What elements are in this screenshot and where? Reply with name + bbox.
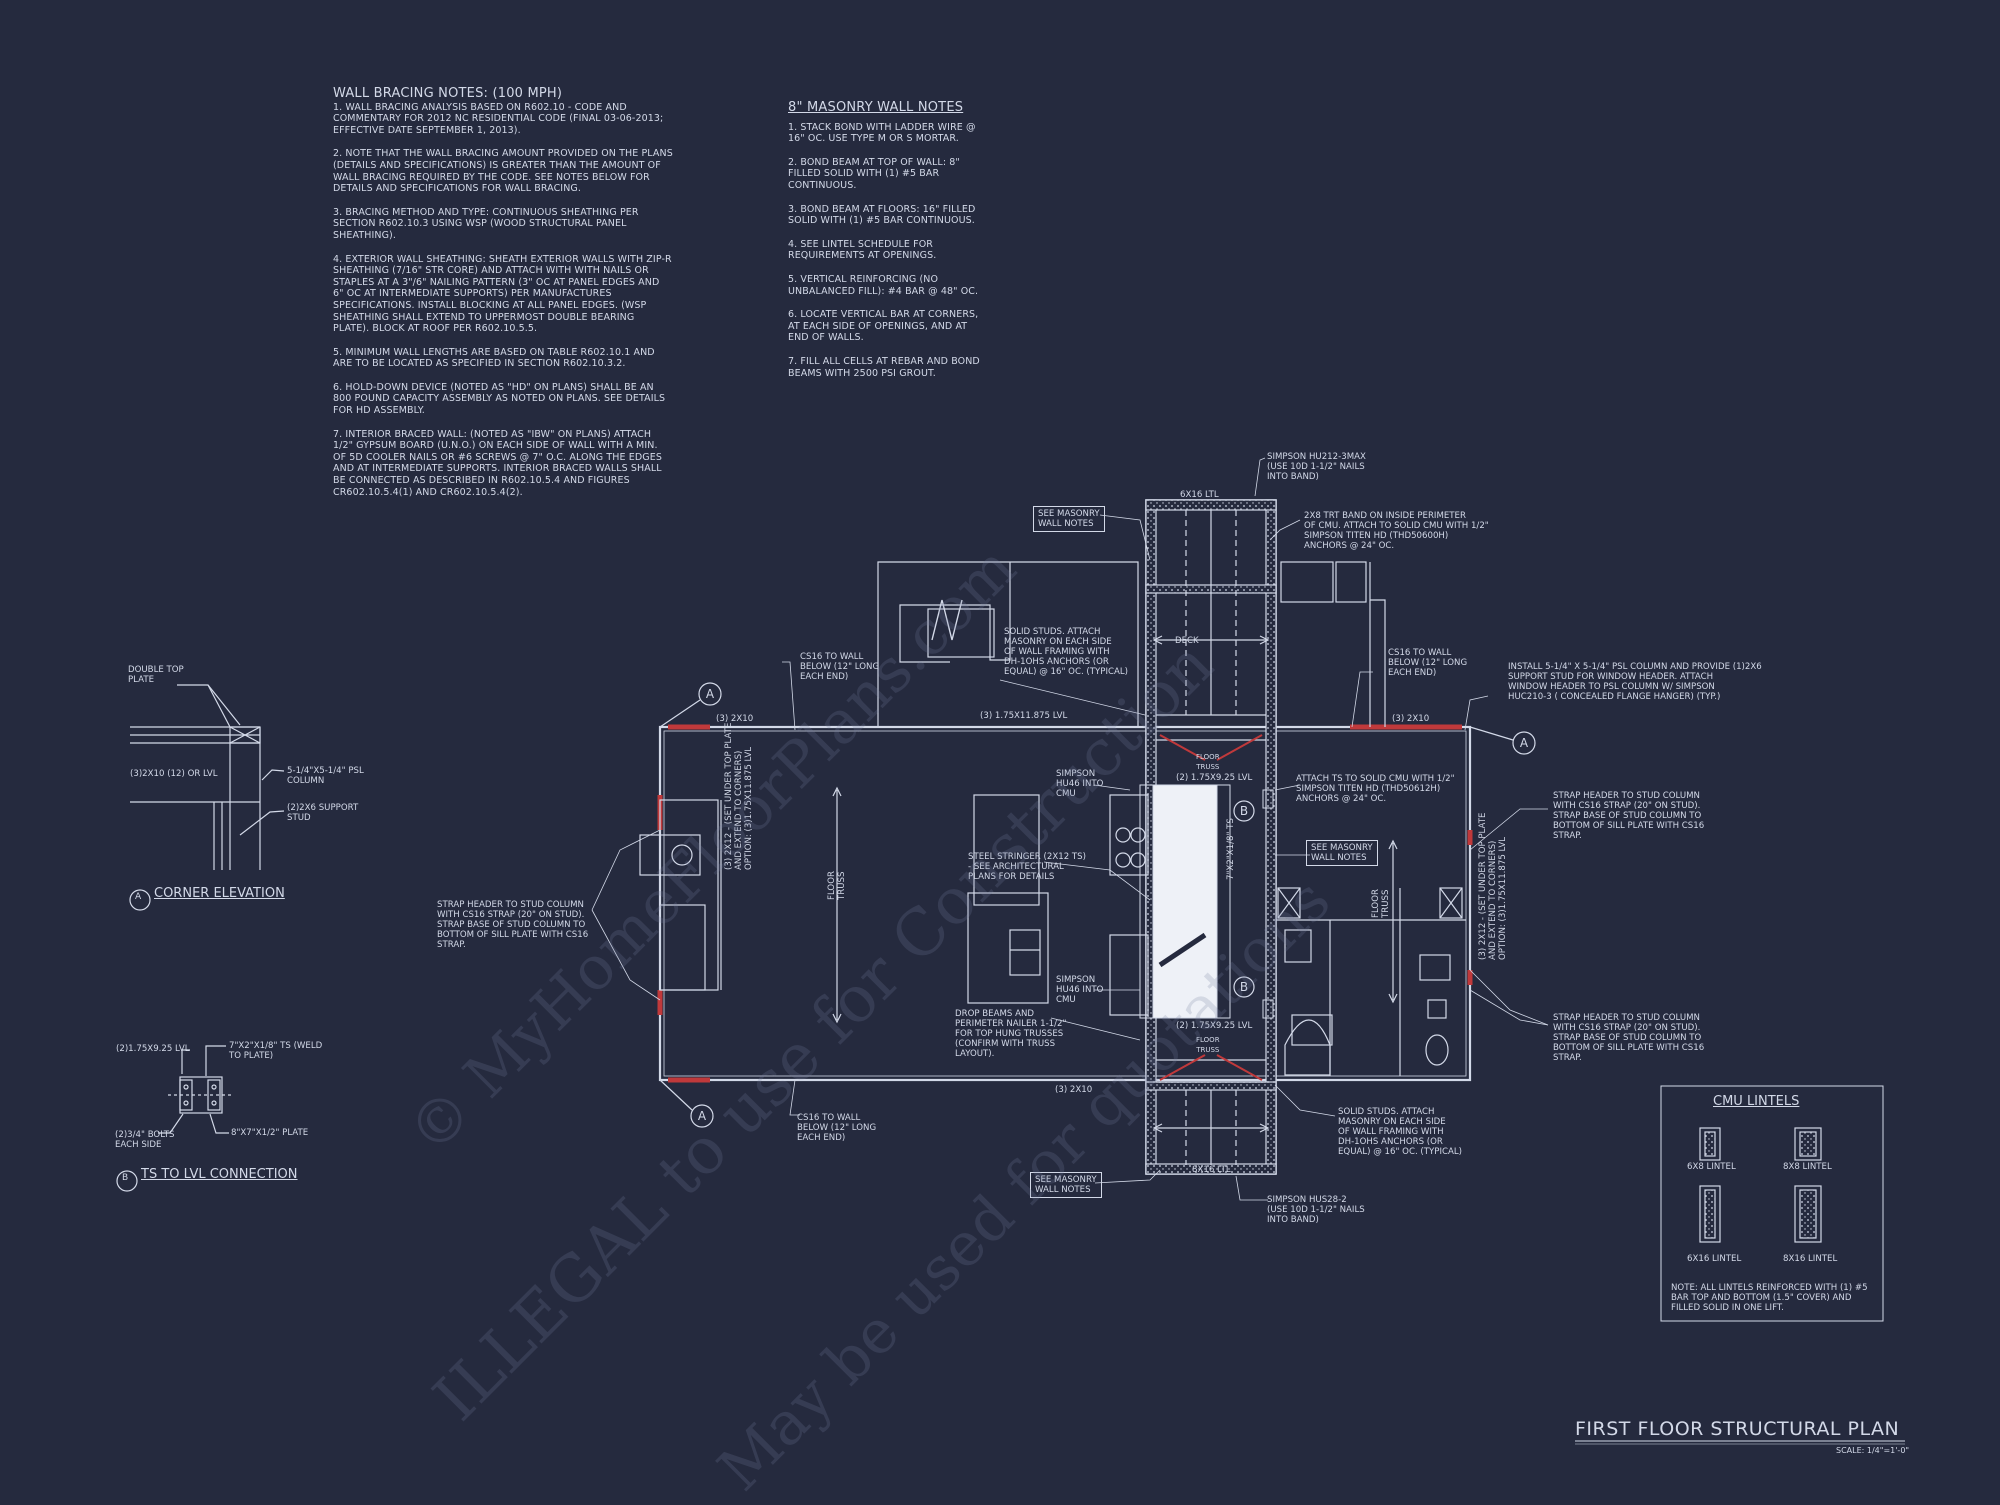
grid-tag-a3: A	[1520, 736, 1529, 750]
label-ltl-6x16: 6X16 LTL	[1180, 490, 1219, 500]
grid-tag-a1: A	[706, 687, 715, 701]
cabinet	[973, 794, 1040, 906]
corner-tag: A	[135, 892, 142, 902]
label-right-wall: (3) 2X12 - (SET UNDER TOP PLATE AND EXTE…	[1478, 812, 1508, 960]
callout-drop-beams: DROP BEAMS AND PERIMETER NAILER 1-1/2" F…	[955, 1009, 1067, 1059]
callout-hu46-bottom: SIMPSON HU46 INTO CMU	[1056, 975, 1104, 1005]
corner-elevation-title: CORNER ELEVATION	[154, 886, 285, 901]
callout-attach-ts: ATTACH TS TO SOLID CMU WITH 1/2" SIMPSON…	[1296, 774, 1455, 804]
masonry-note-2: 2. BOND BEAM AT TOP OF WALL: 8" FILLED S…	[788, 156, 960, 191]
wall-bracing-notes: WALL BRACING NOTES: (100 MPH) 1. WALL BR…	[333, 86, 673, 510]
kitchen-block	[877, 561, 1139, 727]
callout-cs16-top-left: CS16 TO WALL BELOW (12" LONG EACH END)	[800, 652, 880, 682]
label-floor-truss-main: FLOOR TRUSS	[827, 871, 847, 900]
drawing-title: FIRST FLOOR STRUCTURAL PLAN	[1575, 1418, 1900, 1440]
grid-tag-a2: A	[698, 1109, 707, 1123]
bath	[1276, 887, 1466, 1076]
wall-bracing-note-2: 2. NOTE THAT THE WALL BRACING AMOUNT PRO…	[333, 148, 673, 195]
label-lvl-lower: (2) 1.75X9.25 LVL	[1176, 1021, 1253, 1031]
cmu-tower	[1139, 499, 1277, 1175]
ts-lvl-graphic	[116, 1045, 234, 1192]
label-floor-truss-right: FLOOR TRUSS	[1371, 889, 1391, 918]
lintel-graphics	[1699, 1127, 1822, 1243]
label-header-top-mid: (3) 1.75X11.875 LVL	[980, 711, 1068, 721]
grid-tag-b1: B	[1240, 804, 1248, 818]
callout-see-masonry-1: SEE MASONRY WALL NOTES	[1033, 506, 1105, 532]
corner-elevation-graphic	[129, 684, 285, 911]
label-lvl-upper: (2) 1.75X9.25 LVL	[1176, 773, 1253, 783]
fridge	[1280, 561, 1334, 603]
lintel-6x16: 6X16 LINTEL	[1687, 1254, 1742, 1264]
grid-tag-b2: B	[1240, 980, 1248, 994]
lintel-note: NOTE: ALL LINTELS REINFORCED WITH (1) #5…	[1671, 1283, 1868, 1313]
callout-trt-band: 2X8 TRT BAND ON INSIDE PERIMETER OF CMU.…	[1304, 511, 1489, 551]
callout-strap-right-1: STRAP HEADER TO STUD COLUMN WITH CS16 ST…	[1553, 791, 1705, 841]
masonry-note-6: 6. LOCATE VERTICAL BAR AT CORNERS, AT EA…	[788, 309, 979, 344]
wall-bracing-note-5: 5. MINIMUM WALL LENGTHS ARE BASED ON TAB…	[333, 346, 655, 370]
callout-strap-right-2: STRAP HEADER TO STUD COLUMN WITH CS16 ST…	[1553, 1013, 1705, 1063]
label-ts-weld: 7"X2"X1/8" TS (WELD TO PLATE)	[229, 1041, 323, 1061]
label-bolts: (2)3/4" BOLTS EACH SIDE	[115, 1130, 175, 1150]
wall-bracing-note-6: 6. HOLD-DOWN DEVICE (NOTED AS "HD" ON PL…	[333, 381, 666, 417]
lintel-8x8: 8X8 LINTEL	[1783, 1162, 1832, 1172]
callout-hu46-top: SIMPSON HU46 INTO CMU	[1056, 769, 1104, 799]
masonry-note-1: 1. STACK BOND WITH LADDER WIRE @ 16" OC.…	[788, 121, 976, 145]
cmu-lintels-title: CMU LINTELS	[1713, 1094, 1800, 1109]
gridline-markers	[659, 682, 1536, 1128]
label-plate: 8"X7"X1/2" PLATE	[231, 1128, 309, 1138]
callout-solid-studs-top: SOLID STUDS. ATTACH MASONRY ON EACH SIDE…	[1004, 627, 1128, 677]
ts-connection-title: TS TO LVL CONNECTION	[141, 1167, 298, 1182]
masonry-note-5: 5. VERTICAL REINFORCING (NO UNBALANCED F…	[788, 273, 979, 297]
wall-bracing-note-3: 3. BRACING METHOD AND TYPE: CONTINUOUS S…	[333, 206, 639, 241]
cmu-lintels-box	[1660, 1085, 1884, 1322]
lintel-8x16: 8X16 LINTEL	[1783, 1254, 1838, 1264]
drawing-scale: SCALE: 1/4"=1'-0"	[1836, 1446, 1910, 1455]
masonry-notes: 8" MASONRY WALL NOTES 1. STACK BOND WITH…	[788, 100, 983, 391]
label-double-top-plate: DOUBLE TOP PLATE	[128, 665, 184, 685]
label-floor-truss-top: FLOOR TRUSS	[1196, 753, 1220, 771]
ts-tag: B	[122, 1173, 129, 1183]
label-floor-truss-bottom: FLOOR TRUSS	[1196, 1036, 1220, 1054]
leader-lines	[591, 457, 1549, 1201]
callout-cs16-top-right: CS16 TO WALL BELOW (12" LONG EACH END)	[1388, 648, 1468, 678]
label-ts-lvl: (2)1.75X9.25 LVL	[116, 1044, 190, 1054]
callout-see-masonry-2: SEE MASONRY WALL NOTES	[1306, 840, 1378, 866]
callout-steel-stringer: STEEL STRINGER (2X12 TS) - SEE ARCHITECT…	[968, 852, 1086, 882]
wall-bracing-note-4: 4. EXTERIOR WALL SHEATHING: SHEATH EXTER…	[333, 253, 672, 335]
label-ts-7x2: 7"X2"X1/8" TS	[1226, 818, 1236, 880]
label-header-top-right: (3) 2X10	[1392, 714, 1430, 724]
masonry-title: 8" MASONRY WALL NOTES	[788, 100, 964, 115]
label-header-bottom: (3) 2X10	[1055, 1085, 1093, 1095]
label-deck: DECK	[1175, 636, 1199, 646]
lintel-6x8: 6X8 LINTEL	[1687, 1162, 1736, 1172]
callout-see-masonry-3: SEE MASONRY WALL NOTES	[1030, 1172, 1102, 1198]
masonry-note-7: 7. FILL ALL CELLS AT REBAR AND BOND BEAM…	[788, 355, 980, 379]
label-header-top-left: (3) 2X10	[716, 714, 754, 724]
callout-simpson-hus28: SIMPSON HUS28-2 (USE 10d 1-1/2" NAILS IN…	[1267, 1195, 1365, 1225]
masonry-note-4: 4. SEE LINTEL SCHEDULE FOR REQUIREMENTS …	[788, 238, 937, 262]
callout-simpson-hu212: SIMPSON HU212-3MAX (USE 10d 1-1/2" NAILS…	[1267, 452, 1366, 482]
label-psl-column: 5-1/4"X5-1/4" PSL COLUMN	[287, 766, 364, 786]
wall-bracing-title: WALL BRACING NOTES: (100 MPH)	[333, 86, 563, 101]
wall-bracing-note-7: 7. INTERIOR BRACED WALL: (NOTED AS "IBW"…	[333, 428, 662, 498]
label-corner-header: (3)2X10 (12) OR LVL	[130, 769, 218, 779]
wall-bracing-note-1: 1. WALL BRACING ANALYSIS BASED ON R602.1…	[333, 101, 664, 136]
masonry-note-3: 3. BOND BEAM AT FLOORS: 16" FILLED SOLID…	[788, 203, 976, 227]
callout-install-psl: INSTALL 5-1/4" X 5-1/4" PSL COLUMN AND P…	[1508, 662, 1762, 702]
header-accents	[657, 724, 1473, 1083]
label-ltl-8x16: 8X16 LTL	[1192, 1165, 1231, 1175]
callout-strap-left: STRAP HEADER TO STUD COLUMN WITH CS16 ST…	[437, 900, 589, 950]
label-support-stud: (2)2X6 SUPPORT STUD	[287, 803, 359, 823]
callout-solid-studs-bottom: SOLID STUDS. ATTACH MASONRY ON EACH SIDE…	[1338, 1107, 1462, 1157]
callout-cs16-bottom-left: CS16 TO WALL BELOW (12" LONG EACH END)	[797, 1113, 877, 1143]
